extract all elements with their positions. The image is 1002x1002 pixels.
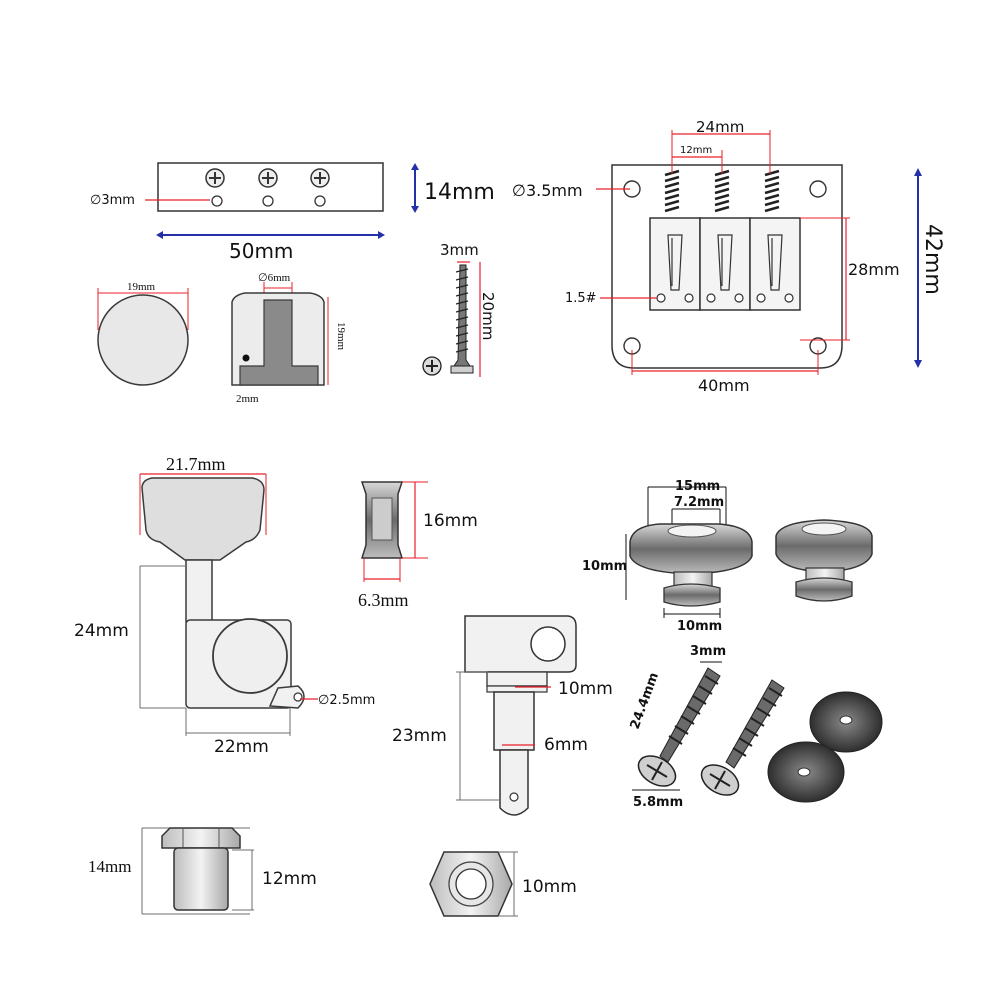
hex-nut-part: 10mm (429, 851, 577, 917)
bushing-part: 14mm 12mm (88, 827, 317, 915)
small-screw-head (422, 356, 442, 376)
button-disc-part: 19mm (97, 281, 189, 386)
tuner-width-label: 22mm (214, 737, 269, 757)
strap-inner-label: 7.2mm (674, 495, 724, 510)
strap-button-part: 15mm 7.2mm 10mm 10mm (582, 479, 873, 634)
tuner-height-label: 24mm (74, 621, 129, 641)
nut-part: ∅3mm 14mm 50mm (90, 162, 495, 263)
small-screw-part: 3mm 20mm (422, 241, 497, 377)
bridge-part: 24mm 12mm ∅3.5mm 1.5# 28mm 42mm 40mm (512, 118, 945, 395)
strap-button-2 (775, 519, 873, 602)
tuner-button-label: 21.7mm (166, 454, 226, 474)
tuner-hole-label: ∅2.5mm (318, 693, 375, 708)
strap-screw-width-label: 3mm (690, 644, 726, 659)
button-disc (97, 294, 189, 386)
tuner-tab (268, 685, 305, 709)
strap-screw-length-label: 24.4mm (628, 671, 662, 732)
button-diameter-label: 19mm (127, 281, 156, 293)
bridge-hole-label: ∅3.5mm (512, 181, 583, 200)
nut-screw-3 (310, 168, 330, 188)
bushing-body (173, 847, 229, 911)
post-shaft (493, 691, 535, 751)
strap-button-1 (629, 523, 753, 607)
saddle-screws (656, 293, 794, 303)
bushing-hex-head (161, 827, 241, 849)
bushing-side-width-label: 6.3mm (358, 590, 409, 610)
strap-height-label: 10mm (582, 559, 627, 574)
saddle-slots (667, 234, 783, 291)
nut-height-label: 14mm (424, 180, 495, 205)
bridge-height-label: 42mm (920, 224, 945, 295)
nut-screw-2 (258, 168, 278, 188)
tuner-part: 21.7mm ∅2.5mm 24mm 22mm (74, 454, 375, 757)
nut-hole-label: ∅3mm (90, 193, 135, 208)
felt-washers-part (767, 691, 883, 803)
nut-width-label: 50mm (229, 239, 293, 263)
bridge-outer-spacing-label: 24mm (696, 118, 744, 136)
post-part: 10mm 23mm 6mm (392, 615, 613, 816)
button-height-label: 19mm (335, 322, 347, 351)
strap-screw-2 (700, 679, 785, 796)
strap-screw-head-label: 5.8mm (633, 795, 683, 810)
button-cutaway-part: ∅6mm 19mm 2mm (231, 272, 347, 405)
button-pin (242, 354, 250, 362)
bridge-inner-spacing-label: 12mm (680, 145, 712, 156)
bridge-width-label: 40mm (698, 376, 750, 395)
strap-outer-label: 15mm (675, 479, 720, 494)
post-tip (499, 749, 529, 816)
bushing-side-height-label: 16mm (423, 511, 478, 531)
bushing-body-label: 12mm (262, 869, 317, 889)
bridge-saddle-label: 28mm (848, 260, 900, 279)
nut-hole-3 (314, 195, 326, 207)
hex-nut-width-label: 10mm (522, 877, 577, 897)
tuner-button (141, 477, 265, 561)
nut-screw-1 (205, 168, 225, 188)
tuner-shaft (185, 559, 213, 623)
small-screw-length-label: 20mm (479, 292, 497, 340)
strap-screws-part: 3mm 24.4mm 5.8mm (628, 644, 785, 810)
button-pin-label: 2mm (236, 393, 259, 405)
bushing-height-label: 14mm (88, 857, 131, 876)
nut-hole-2 (262, 195, 274, 207)
bushing-side-part: 16mm 6.3mm (358, 481, 478, 610)
small-screw-body (450, 264, 474, 374)
tuner-gear-cover (212, 618, 288, 694)
nut-hole-1 (211, 195, 223, 207)
bridge-screw-label: 1.5# (565, 291, 597, 306)
small-screw-width-label: 3mm (440, 241, 479, 259)
strap-base-label: 10mm (677, 619, 722, 634)
bridge-hole-2 (809, 180, 827, 198)
button-bore (239, 299, 319, 386)
button-bore-label: ∅6mm (258, 272, 291, 284)
post-shaft-label: 6mm (544, 735, 588, 755)
post-height-label: 23mm (392, 726, 447, 746)
strap-screw-1 (637, 667, 721, 787)
post-top-label: 10mm (558, 679, 613, 699)
